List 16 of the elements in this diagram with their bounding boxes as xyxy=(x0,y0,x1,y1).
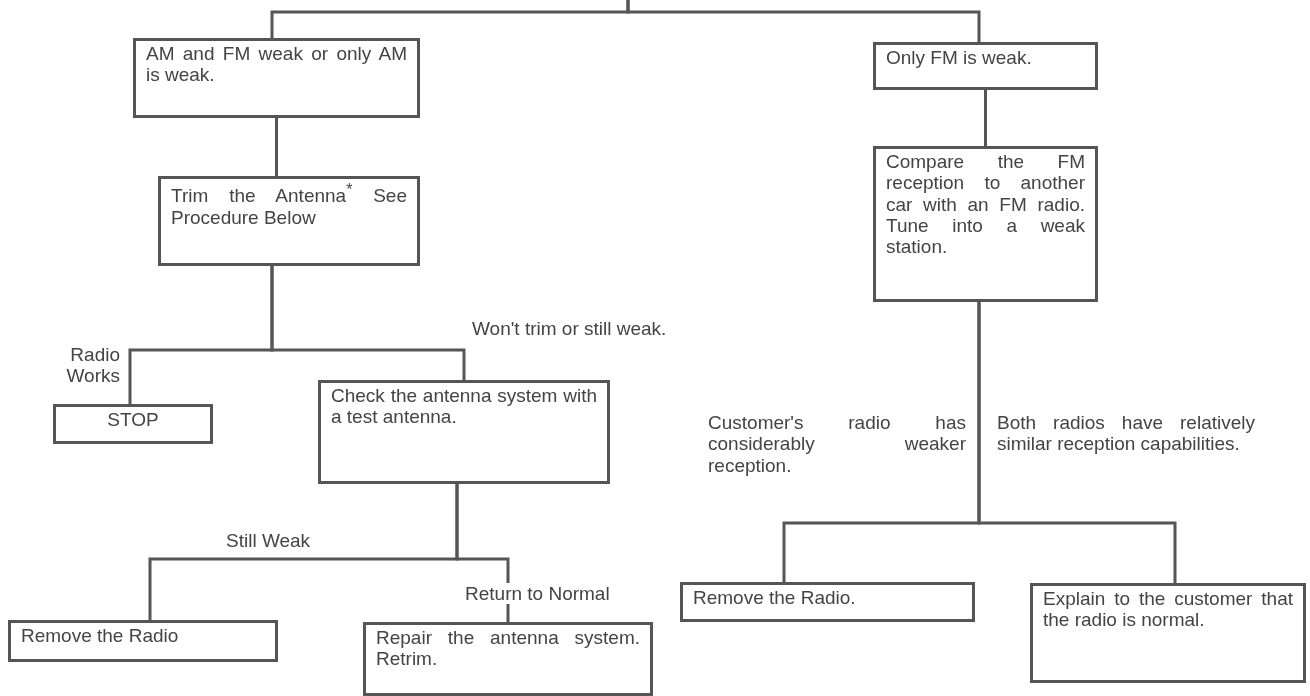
process-box: Compare the FM reception to another car with an FM radio. Tune into a weak station. xyxy=(873,146,1098,302)
connector-line xyxy=(984,90,987,146)
process-box: Remove the Radio. xyxy=(680,582,975,622)
process-box: STOP xyxy=(53,404,213,444)
connector-line xyxy=(455,484,510,622)
connector-line xyxy=(275,118,278,176)
process-box: Repair the antenna system. Retrim. xyxy=(363,622,653,696)
connector-line xyxy=(977,302,1177,583)
process-box: Explain to the customer that the radio is normal. xyxy=(1030,583,1306,683)
process-box: Check the antenna system with a test antenna. xyxy=(318,380,610,484)
process-box: Remove the Radio xyxy=(8,620,278,662)
process-box: Trim the Antenna$^{*}$ See Procedure Below xyxy=(158,176,420,266)
process-box: Only FM is weak. xyxy=(873,42,1098,90)
connector-line xyxy=(270,266,466,380)
connector-line xyxy=(626,0,981,42)
process-box: AM and FM weak or only AM is weak. xyxy=(133,38,420,118)
